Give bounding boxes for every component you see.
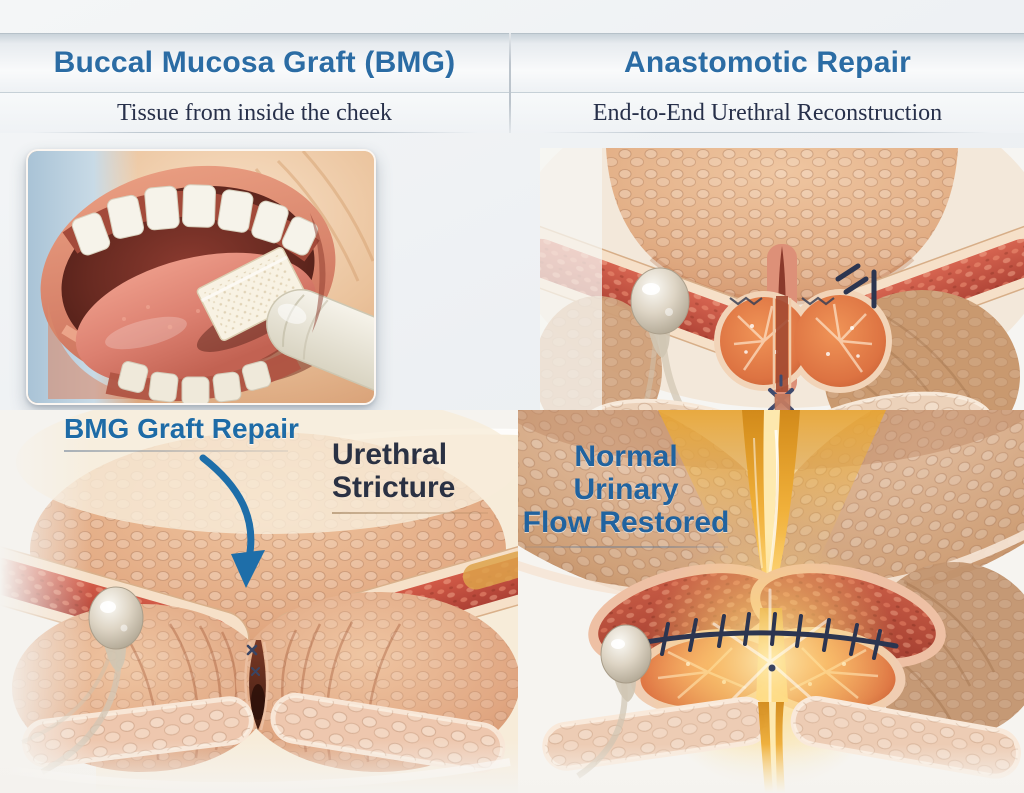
bmg-pointer-arrow — [199, 454, 265, 588]
normal-flow-label: Normal Urinary Flow Restored — [518, 440, 734, 548]
bmg-label-underline — [64, 450, 288, 452]
header-divider — [509, 33, 511, 133]
normal-flow-line1: Normal Urinary — [573, 440, 679, 506]
mouth-illustration-frame — [26, 149, 376, 405]
bmg-graft-repair-label: BMG Graft Repair — [64, 413, 299, 452]
urine-stream-upper — [658, 410, 886, 608]
mouth-corner-shade — [310, 213, 326, 333]
urethral-stricture-label: Urethral Stricture — [332, 438, 502, 514]
stricture-label-underline — [332, 512, 488, 514]
lower-teeth — [117, 360, 272, 403]
stricture-slit — [244, 640, 269, 731]
title-anastomotic-repair: Anastomotic Repair — [624, 46, 911, 79]
normal-flow-line2: Flow Restored — [522, 506, 730, 539]
urethral-stricture-illustration — [0, 410, 518, 793]
subtitle-bar-anastomotic: End-to-End Urethral Reconstruction — [511, 93, 1024, 133]
header-bar-bmg: Buccal Mucosa Graft (BMG) — [0, 33, 509, 93]
bmg-graft-repair-text: BMG Graft Repair — [64, 413, 299, 444]
title-buccal-mucosa-graft: Buccal Mucosa Graft (BMG) — [53, 46, 456, 79]
gloved-finger — [266, 289, 374, 394]
subtitle-end-to-end: End-to-End Urethral Reconstruction — [592, 100, 943, 126]
prostate-lobes — [714, 289, 892, 393]
subtitle-cheek-tissue: Tissue from inside the cheek — [116, 100, 393, 126]
subtitle-bar-bmg: Tissue from inside the cheek — [0, 93, 509, 133]
urethral-stricture-line1: Urethral — [332, 438, 448, 471]
stricture-suture-marks — [246, 644, 260, 676]
pearl-gland — [576, 624, 652, 779]
urethral-stricture-line2: Stricture — [332, 471, 456, 504]
restored-flow-illustration — [518, 410, 1024, 793]
mouth-graft-illustration — [28, 151, 374, 403]
suture-marks — [835, 263, 877, 309]
bladder-bulb — [606, 148, 958, 306]
anastomosis-stitch-edge — [729, 296, 835, 306]
flow-label-underline — [524, 546, 728, 548]
upper-teeth — [71, 184, 319, 256]
header-bar-anastomotic: Anastomotic Repair — [511, 33, 1024, 93]
suture-line — [643, 612, 899, 672]
buccal-graft-strip — [196, 246, 308, 342]
